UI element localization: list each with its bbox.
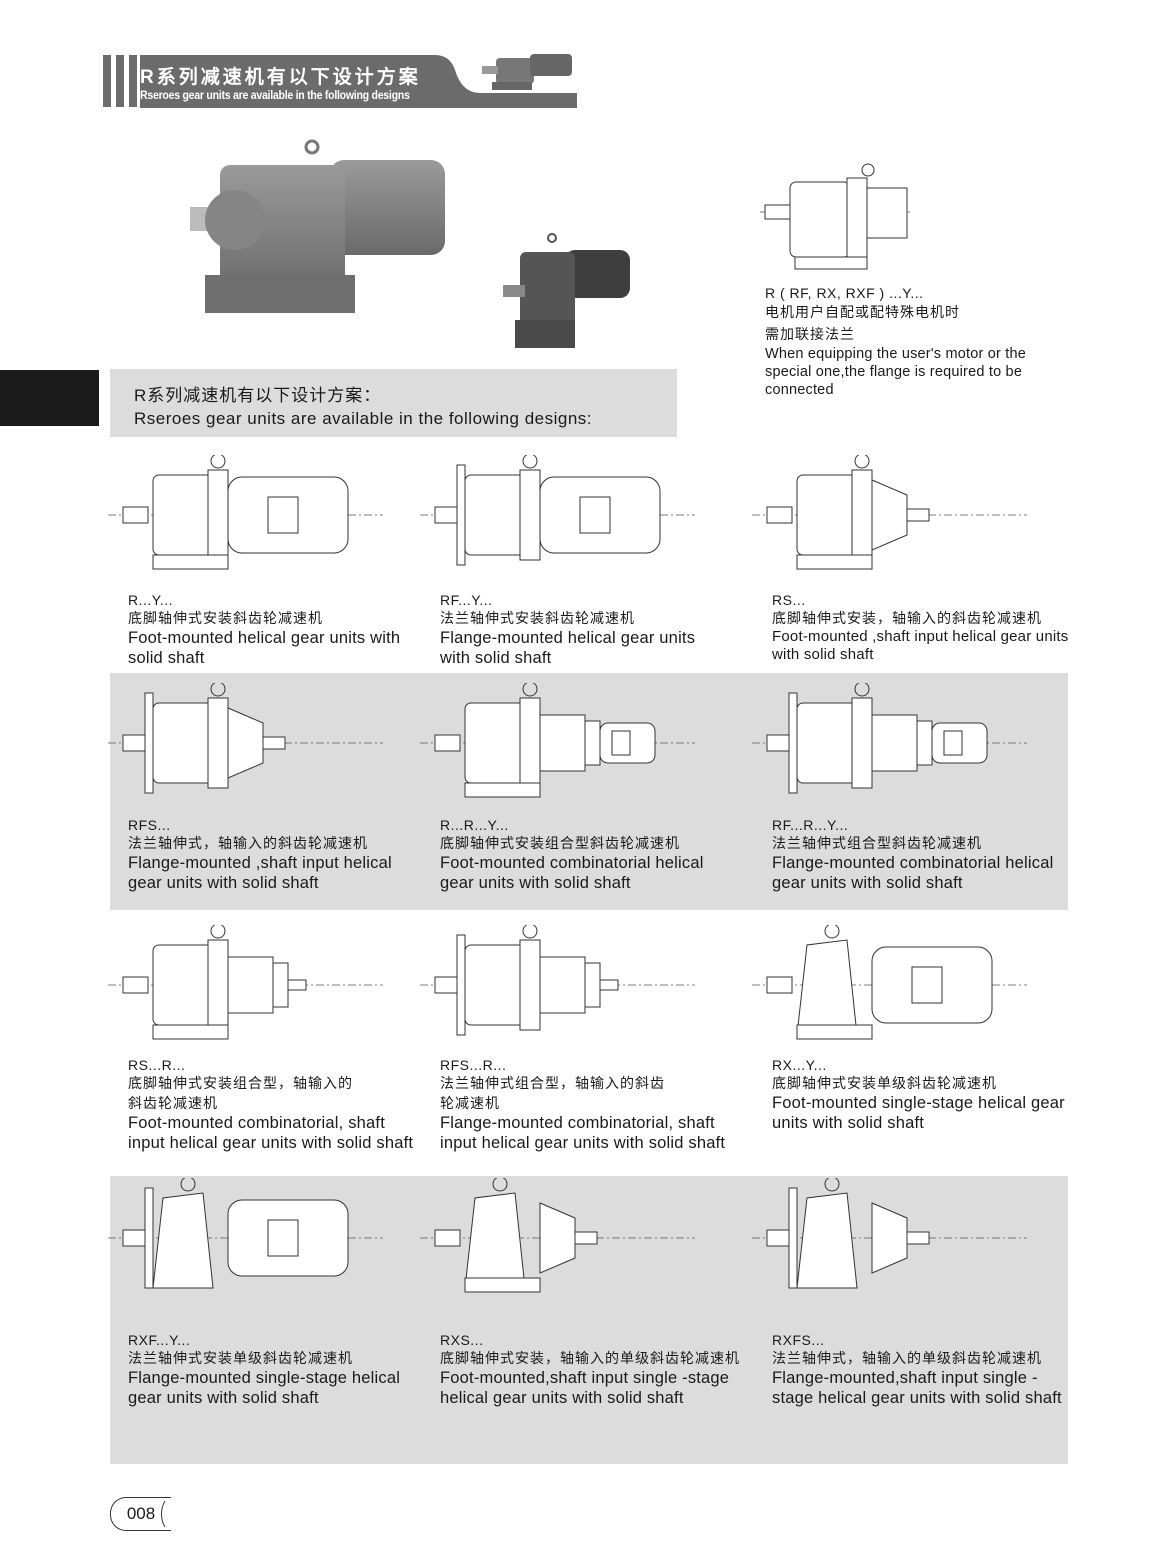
design-item: R...R...Y... 底脚轴伸式安装组合型斜齿轮减速机 Foot-mount… [440, 815, 760, 893]
design-cn: 底脚轴伸式安装组合型，轴输入的斜齿轮减速机 [128, 1075, 353, 1111]
design-code: RS... [772, 592, 806, 608]
design-en: Foot-mounted combinatorial helical gear … [440, 854, 704, 892]
side-note-cn-2: 需加联接法兰 [765, 326, 855, 342]
drawing-flange-combo-shaft [420, 925, 695, 1036]
design-en: Foot-mounted helical gear units with sol… [128, 629, 401, 667]
design-item: RXF...Y... 法兰轴伸式安装单级斜齿轮减速机 Flange-mounte… [128, 1330, 448, 1408]
design-cn: 法兰轴伸式安装单级斜齿轮减速机 [128, 1350, 353, 1366]
design-cn: 底脚轴伸式安装，轴输入的单级斜齿轮减速机 [440, 1350, 740, 1366]
design-cn: 底脚轴伸式安装斜齿轮减速机 [128, 610, 323, 626]
header-subtitle: Rseroes gear units are available in the … [140, 88, 410, 102]
design-en: Flange-mounted,shaft input single -stage… [772, 1369, 1062, 1407]
side-note-en: When equipping the user's motor or the s… [765, 346, 1027, 398]
design-cn: 法兰轴伸式，轴输入的单级斜齿轮减速机 [772, 1350, 1042, 1366]
design-item: RFS...R... 法兰轴伸式组合型，轴输入的斜齿轮减速机 Flange-mo… [440, 1055, 760, 1153]
drawing-foot-combo-shaft [108, 925, 383, 1040]
design-cn: 底脚轴伸式安装单级斜齿轮减速机 [772, 1075, 997, 1091]
design-code: RF...R...Y... [772, 817, 849, 833]
gearbox-photo-small [503, 233, 630, 348]
intro-box: R系列减速机有以下设计方案： Rseroes gear units are av… [110, 369, 677, 437]
side-note-code: R ( RF, RX, RXF ) ...Y... [765, 285, 924, 301]
gearbox-photo-large [190, 139, 445, 313]
flange-adapter-note: R ( RF, RX, RXF ) ...Y... 电机用户自配或配特殊电机时 … [765, 283, 1075, 399]
design-code: RFS...R... [440, 1057, 507, 1073]
design-code: RXS... [440, 1332, 484, 1348]
intro-cn: R系列减速机有以下设计方案： [134, 386, 382, 405]
design-code: R...R...Y... [440, 817, 509, 833]
design-en: Flange-mounted ,shaft input helical gear… [128, 854, 392, 892]
design-en: Foot-mounted combinatorial, shaft input … [128, 1114, 414, 1152]
section-marker [0, 370, 99, 426]
intro-en: Rseroes gear units are available in the … [134, 409, 593, 428]
design-item: RFS... 法兰轴伸式，轴输入的斜齿轮减速机 Flange-mounted ,… [128, 815, 448, 893]
design-cn: 法兰轴伸式，轴输入的斜齿轮减速机 [128, 835, 368, 851]
design-item: RX...Y... 底脚轴伸式安装单级斜齿轮减速机 Foot-mounted s… [772, 1055, 1092, 1133]
design-code: RXF...Y... [128, 1332, 191, 1348]
design-item: RS... 底脚轴伸式安装，轴输入的斜齿轮减速机 Foot-mounted ,s… [772, 590, 1092, 664]
design-en: Flange-mounted combinatorial, shaft inpu… [440, 1114, 726, 1152]
header-band [140, 55, 577, 108]
drawing-foot-shaft [752, 455, 1027, 570]
design-item: RF...R...Y... 法兰轴伸式组合型斜齿轮减速机 Flange-moun… [772, 815, 1092, 893]
design-item: RXS... 底脚轴伸式安装，轴输入的单级斜齿轮减速机 Foot-mounted… [440, 1330, 760, 1408]
design-item: RS...R... 底脚轴伸式安装组合型，轴输入的斜齿轮减速机 Foot-mou… [128, 1055, 448, 1153]
drawing-flange-combo-motor [752, 683, 1027, 794]
design-cn: 法兰轴伸式安装斜齿轮减速机 [440, 610, 635, 626]
header-gearbox-photo [482, 54, 572, 90]
design-cn: 法兰轴伸式组合型，轴输入的斜齿轮减速机 [440, 1075, 665, 1111]
design-en: Foot-mounted,shaft input single -stage h… [440, 1369, 730, 1407]
design-item: R...Y... 底脚轴伸式安装斜齿轮减速机 Foot-mounted heli… [128, 590, 448, 668]
side-note-cn-1: 电机用户自配或配特殊电机时 [765, 304, 960, 320]
design-en: Flange-mounted helical gear units with s… [440, 629, 696, 667]
row-band-2 [110, 673, 1068, 910]
flange-adapter-drawing [760, 163, 910, 270]
drawing-flange-motor [420, 455, 695, 566]
drawing-x-foot-motor [752, 925, 1027, 1040]
design-code: RX...Y... [772, 1057, 827, 1073]
drawing-x-flange-motor [108, 1178, 383, 1289]
design-code: R...Y... [128, 592, 173, 608]
design-code: RXFS... [772, 1332, 825, 1348]
drawing-flange-shaft [108, 683, 383, 794]
design-cn: 法兰轴伸式组合型斜齿轮减速机 [772, 835, 982, 851]
design-en: Foot-mounted ,shaft input helical gear u… [772, 628, 1069, 663]
drawing-x-flange-shaft [752, 1178, 1027, 1289]
design-item: RF...Y... 法兰轴伸式安装斜齿轮减速机 Flange-mounted h… [440, 590, 760, 668]
drawing-x-foot-shaft [420, 1178, 695, 1293]
design-cn: 底脚轴伸式安装组合型斜齿轮减速机 [440, 835, 680, 851]
drawing-foot-combo-motor [420, 683, 695, 798]
header-title: R系列减速机有以下设计方案 [140, 67, 421, 88]
design-en: Flange-mounted combinatorial helical gea… [772, 854, 1054, 892]
design-item: RXFS... 法兰轴伸式，轴输入的单级斜齿轮减速机 Flange-mounte… [772, 1330, 1092, 1408]
design-code: RFS... [128, 817, 171, 833]
drawing-foot-motor [108, 455, 383, 570]
design-cn: 底脚轴伸式安装，轴输入的斜齿轮减速机 [772, 610, 1042, 626]
design-en: Flange-mounted single-stage helical gear… [128, 1369, 401, 1407]
design-code: RF...Y... [440, 592, 493, 608]
design-en: Foot-mounted single-stage helical gear u… [772, 1094, 1065, 1132]
page-number: 008 [110, 1497, 171, 1531]
design-code: RS...R... [128, 1057, 186, 1073]
